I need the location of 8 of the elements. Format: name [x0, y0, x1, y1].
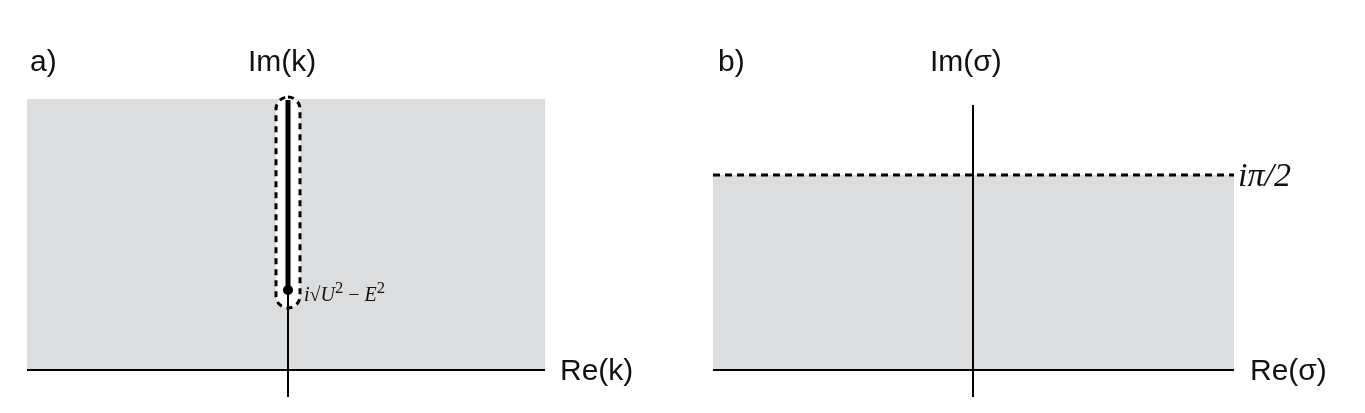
axis-label: Re(σ): [1250, 355, 1327, 385]
axis-label: Im(k): [248, 46, 317, 76]
panel-label: a): [30, 46, 57, 76]
axis-value-label: iπ/2: [1238, 158, 1291, 192]
panel-label: b): [718, 46, 745, 76]
axis-label: Re(k): [560, 355, 634, 385]
axis-label: Im(σ): [930, 46, 1002, 76]
branch-point-label: i√U$^{2}$ − E$^{2}$: [304, 280, 386, 304]
